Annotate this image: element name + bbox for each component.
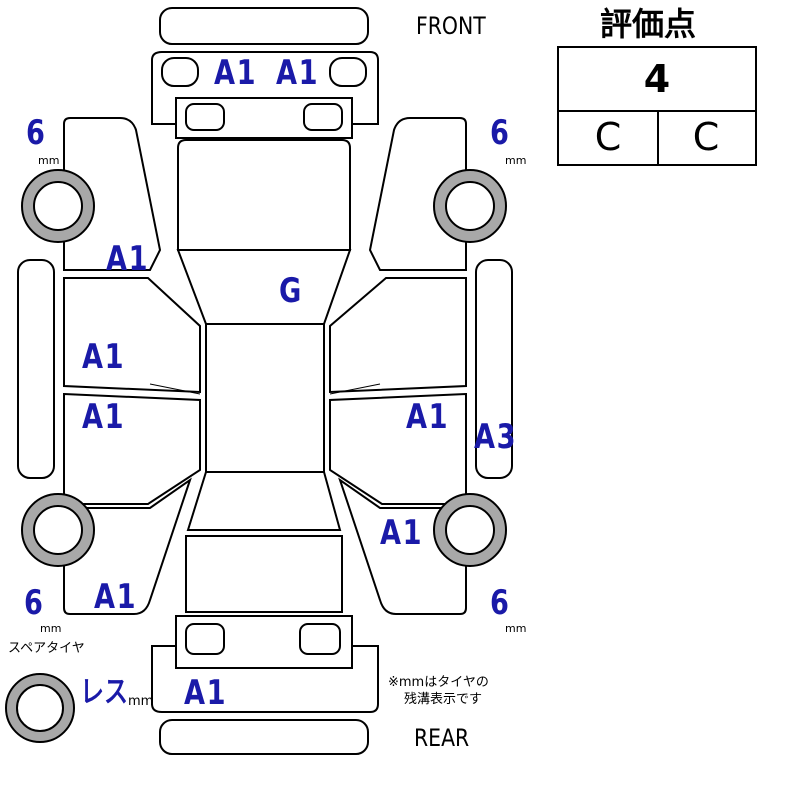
rear-right-tire-depth: 6: [490, 583, 509, 623]
damage-right-rear-door: A1: [406, 397, 450, 437]
front-label: FRONT: [416, 12, 486, 40]
front-right-tire-unit: mm: [505, 154, 527, 167]
right-rear-door[interactable]: [329, 392, 467, 505]
right-front-fender[interactable]: [368, 117, 467, 271]
windshield[interactable]: [176, 249, 352, 325]
front-right-lamp: [329, 57, 367, 87]
right-front-door[interactable]: [329, 277, 467, 394]
left-rocker[interactable]: [17, 259, 55, 479]
spare-tire-label: スペアタイヤ: [8, 641, 85, 656]
damage-right-rear-fender: A1: [380, 513, 424, 553]
rear-left-tire-depth: 6: [24, 583, 43, 623]
rear-right-lamp: [299, 623, 341, 655]
damage-front-bumper-right: A1: [276, 53, 320, 93]
front-left-lamp: [161, 57, 199, 87]
rear-bumper-bottom[interactable]: [159, 719, 369, 755]
damage-rear-bumper: A1: [184, 673, 228, 713]
damage-left-front-door: A1: [82, 337, 126, 377]
trunk[interactable]: [185, 535, 343, 613]
damage-left-front-fender: A1: [106, 239, 150, 279]
note-line2: 残溝表示です: [404, 692, 483, 707]
damage-front-bumper-left: A1: [214, 53, 258, 93]
hood[interactable]: [177, 139, 351, 251]
score-table: 4 C C: [557, 46, 757, 166]
spare-tire-unit: mm: [128, 694, 154, 709]
left-rear-fender[interactable]: [63, 477, 192, 615]
rear-left-tire-unit: mm: [40, 622, 62, 635]
damage-left-rear-fender: A1: [94, 577, 138, 617]
score-title: 評価点: [600, 5, 697, 43]
left-front-door[interactable]: [63, 277, 201, 394]
front-bumper-top[interactable]: [159, 7, 369, 45]
damage-windshield: G: [279, 271, 303, 311]
rear-label: REAR: [414, 724, 470, 752]
rear-window[interactable]: [186, 471, 342, 531]
damage-left-rear-door: A1: [82, 397, 126, 437]
right-rocker[interactable]: [475, 259, 513, 479]
damage-right-rocker: A3: [474, 417, 518, 457]
front-right-tire-depth: 6: [490, 113, 509, 153]
rear-left-lamp: [185, 623, 225, 655]
interior-score: C: [559, 110, 659, 164]
note-line1: ※mmはタイヤの: [388, 675, 489, 690]
tire-icons: [5, 169, 507, 743]
rear-bumper[interactable]: [151, 645, 379, 713]
front-left-tire-depth: 6: [26, 113, 45, 153]
exterior-score: C: [692, 115, 720, 159]
front-left-tire-unit: mm: [38, 154, 60, 167]
rear-right-tire-unit: mm: [505, 622, 527, 635]
front-grille[interactable]: [175, 97, 353, 139]
overall-score: 4: [559, 48, 755, 112]
front-right-headlamp: [303, 103, 343, 131]
roof[interactable]: [205, 323, 325, 473]
left-rear-door[interactable]: [63, 392, 201, 505]
left-front-fender[interactable]: [63, 117, 162, 271]
front-left-headlamp: [185, 103, 225, 131]
right-rear-fender[interactable]: [338, 477, 467, 615]
spare-tire-status: レス: [80, 675, 128, 710]
